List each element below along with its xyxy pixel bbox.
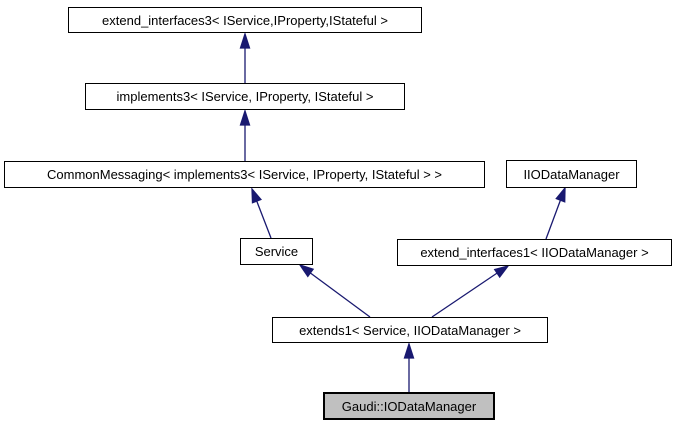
arrow-service-to-commonmessaging (251, 187, 272, 239)
node-implements3[interactable]: implements3< IService, IProperty, IState… (85, 83, 405, 110)
arrow-implements3-to-extend-interfaces3 (239, 31, 251, 83)
node-iiodatamanager[interactable]: IIODataManager (506, 160, 637, 188)
node-extend-interfaces1[interactable]: extend_interfaces1< IIODataManager > (397, 239, 672, 266)
node-extends1[interactable]: extends1< Service, IIODataManager > (272, 317, 548, 343)
arrow-gaudi-iodatamanager-to-extends1 (403, 341, 415, 392)
node-commonmessaging[interactable]: CommonMessaging< implements3< IService, … (4, 161, 485, 188)
arrow-extends1-to-service (298, 263, 371, 318)
arrow-extends1-to-extend-interfaces1 (431, 264, 510, 318)
node-gaudi-iodatamanager-current: Gaudi::IODataManager (323, 392, 495, 420)
node-extend-interfaces3[interactable]: extend_interfaces3< IService,IProperty,I… (68, 7, 422, 33)
node-service[interactable]: Service (240, 238, 313, 265)
arrow-extend-interfaces1-to-iiodatamanager (545, 186, 566, 240)
arrow-commonmessaging-to-implements3 (239, 108, 251, 161)
